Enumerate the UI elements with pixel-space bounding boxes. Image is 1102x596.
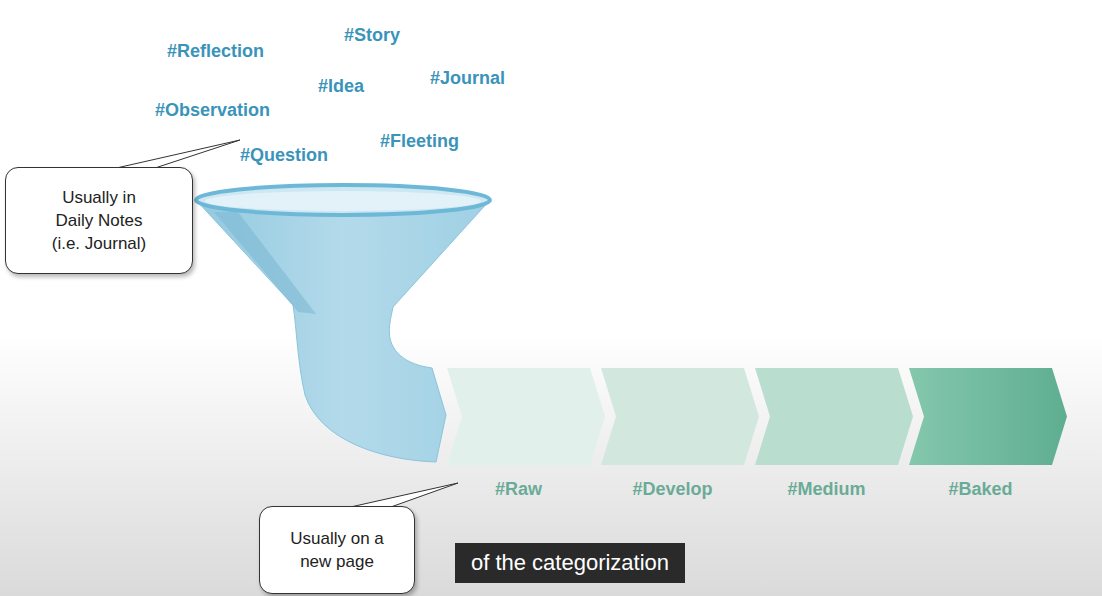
tag-holder: #Reflection [167, 41, 264, 62]
hashtag-label: #Reflection [167, 41, 264, 62]
funnel-body [196, 200, 490, 462]
stage-label: #Baked [909, 478, 1052, 500]
chevron-shape [909, 368, 1067, 465]
funnel-opening [205, 191, 481, 211]
hashtag-label: #Journal [430, 68, 505, 89]
tag-holder: #Question [240, 145, 328, 166]
tag-holder: #Observation [155, 100, 270, 121]
chevron-fill [909, 368, 1067, 465]
funnel-shade [214, 212, 316, 314]
callout-pointer [346, 483, 458, 508]
callout-box: Usually in Daily Notes (i.e. Journal) [5, 167, 193, 274]
tag-holder: #Fleeting [380, 131, 459, 152]
chevron-shape [755, 368, 913, 465]
stage-label: #Develop [601, 478, 744, 500]
callout-box: Usually on a new page [259, 506, 415, 594]
hashtag-label: #Question [240, 145, 328, 166]
chevron-fill [755, 368, 913, 465]
tag-holder: #Idea [318, 76, 364, 97]
stage-chevron: #Raw [447, 368, 605, 500]
callout-pointer [112, 140, 240, 169]
callout-text: Usually on a new page [283, 527, 391, 573]
chevron-fill [447, 368, 605, 465]
chevron-fill [601, 368, 759, 465]
hashtag-label: #Idea [318, 76, 364, 97]
chevron-shape [601, 368, 759, 465]
stage-chevron: #Develop [601, 368, 759, 500]
callout-text: Usually in Daily Notes (i.e. Journal) [44, 186, 154, 255]
stage-chevron: #Medium [755, 368, 913, 500]
stage-chevron: #Baked [909, 368, 1067, 500]
subtitle-text: of the categorization [471, 549, 669, 577]
hashtag-label: #Story [344, 25, 400, 46]
tag-holder: #Journal [430, 68, 505, 89]
stage-label: #Raw [447, 478, 590, 500]
tag-holder: #Story [344, 25, 400, 46]
stage-label: #Medium [755, 478, 898, 500]
hashtag-label: #Observation [155, 100, 270, 121]
chevron-shape [447, 368, 605, 465]
subtitle-box: of the categorization [455, 543, 685, 583]
funnel-rim [196, 185, 490, 215]
hashtag-label: #Fleeting [380, 131, 459, 152]
